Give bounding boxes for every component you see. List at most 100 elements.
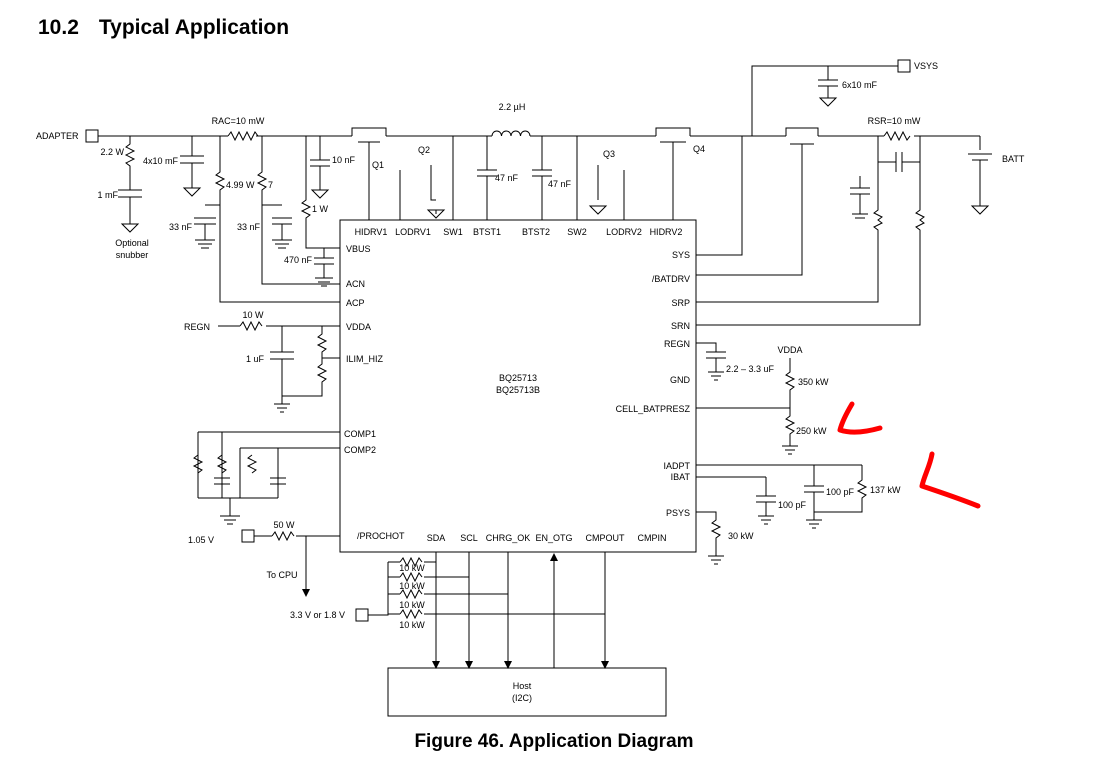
pullup-1-label: 10 kW xyxy=(399,563,425,573)
batt-label: BATT xyxy=(1002,154,1025,164)
btst1-cap-label: 47 nF xyxy=(495,173,519,183)
pin-ibat: IBAT xyxy=(671,472,691,482)
q4-label: Q4 xyxy=(693,144,705,154)
hs-cap-label: 10 nF xyxy=(332,155,356,165)
inductor xyxy=(491,130,531,137)
ic-part-1: BQ25713 xyxy=(499,373,537,383)
host-box xyxy=(387,667,667,717)
pin-chrg-ok: CHRG_OK xyxy=(486,533,531,543)
rsr-resistor xyxy=(883,130,911,142)
prochot-network xyxy=(241,529,609,669)
snubber-note-1: Optional xyxy=(115,238,149,248)
rsr-label: RSR=10 mW xyxy=(868,116,921,126)
q1-label: Q1 xyxy=(372,160,384,170)
pin-btst1: BTST1 xyxy=(473,227,501,237)
pin-acp: ACP xyxy=(346,298,365,308)
v105-label: 1.05 V xyxy=(188,535,214,545)
prochot-res-label: 50 W xyxy=(273,520,295,530)
pin-cmpout: CMPOUT xyxy=(586,533,625,543)
r137-label: 137 kW xyxy=(870,485,901,495)
right-side-network xyxy=(696,342,868,565)
annotation-arrow-137k xyxy=(919,451,981,509)
pin-sda: SDA xyxy=(427,533,446,543)
pin-en-otg: EN_OTG xyxy=(535,533,572,543)
rac-resistor xyxy=(227,130,259,142)
rac-label: RAC=10 mW xyxy=(212,116,265,126)
q2-label: Q2 xyxy=(418,145,430,155)
pin-hidrv1: HIDRV1 xyxy=(355,227,388,237)
pin-lodrv1: LODRV1 xyxy=(395,227,431,237)
pin-scl: SCL xyxy=(460,533,478,543)
section-title: Typical Application xyxy=(98,16,290,39)
vsys-cap xyxy=(818,79,838,107)
pin-regn: REGN xyxy=(664,339,690,349)
input-cap-label: 4x10 mF xyxy=(143,156,179,166)
vdda-network xyxy=(218,320,340,413)
iadpt-cap-label: 100 pF xyxy=(826,487,855,497)
pullup-3-label: 10 kW xyxy=(399,600,425,610)
acp-res-label: 4.99 W xyxy=(226,180,255,190)
pin-cell-batpresz: CELL_BATPRESZ xyxy=(616,404,691,414)
pin-gnd: GND xyxy=(670,375,691,385)
pin-lodrv2: LODRV2 xyxy=(606,227,642,237)
pin-sw1: SW1 xyxy=(443,227,463,237)
pin-ilim-hiz: ILIM_HIZ xyxy=(346,354,384,364)
pin-vdda: VDDA xyxy=(346,322,371,332)
pin-comp2: COMP2 xyxy=(344,445,376,455)
r350-label: 350 kW xyxy=(798,377,829,387)
ibat-cap-label: 100 pF xyxy=(778,500,807,510)
vbus-res-label: 1 W xyxy=(312,204,329,214)
snubber-c-label: 1 mF xyxy=(97,190,118,200)
vsys-port xyxy=(897,59,911,73)
snubber-note-2: snubber xyxy=(116,250,149,260)
vsys-label: VSYS xyxy=(914,61,938,71)
pin-cmpin: CMPIN xyxy=(638,533,667,543)
pin-comp1: COMP1 xyxy=(344,429,376,439)
to-cpu-label: To CPU xyxy=(266,570,297,580)
pin-btst2: BTST2 xyxy=(522,227,550,237)
power-path-wires xyxy=(85,59,992,326)
acn-cap-label: 33 nF xyxy=(237,222,261,232)
pin-srp: SRP xyxy=(671,298,690,308)
pin-batdrv: /BATDRV xyxy=(652,274,690,284)
comp-network xyxy=(192,431,340,525)
adapter-label: ADAPTER xyxy=(36,131,79,141)
q3-label: Q3 xyxy=(603,149,615,159)
section-heading: 10.2 Typical Application xyxy=(38,16,289,40)
pin-sw2: SW2 xyxy=(567,227,587,237)
pin-vbus: VBUS xyxy=(346,244,371,254)
host-label: Host xyxy=(513,681,532,691)
pin-sys: SYS xyxy=(672,250,690,260)
pin-psys: PSYS xyxy=(666,508,690,518)
regn-in-label: REGN xyxy=(184,322,210,332)
inductor-label: 2.2 µH xyxy=(499,102,526,112)
pin-acn: ACN xyxy=(346,279,365,289)
vsys-cap-label: 6x10 mF xyxy=(842,80,878,90)
battery xyxy=(968,136,992,215)
regn-cap-label: 2.2 – 3.3 uF xyxy=(726,364,775,374)
snubber-r-label: 2.2 W xyxy=(100,147,124,157)
pin-prochot: /PROCHOT xyxy=(357,531,405,541)
pin-iadpt: IADPT xyxy=(663,461,690,471)
vdda-label: VDDA xyxy=(777,345,802,355)
acn-res-label: 7 xyxy=(268,180,273,190)
vbus-cap-label: 470 nF xyxy=(284,255,313,265)
ic-part-2: BQ25713B xyxy=(496,385,540,395)
pullup-2-label: 10 kW xyxy=(399,581,425,591)
ic-body xyxy=(339,219,697,553)
btst2-cap-label: 47 nF xyxy=(548,179,572,189)
adapter-port xyxy=(85,129,99,143)
r250-label: 250 kW xyxy=(796,426,827,436)
host-sublabel: (I2C) xyxy=(512,693,532,703)
acp-cap-label: 33 nF xyxy=(169,222,193,232)
pullup-4-label: 10 kW xyxy=(399,620,425,630)
pin-hidrv2: HIDRV2 xyxy=(650,227,683,237)
vdda-cap-label: 1 uF xyxy=(246,354,265,364)
section-number: 10.2 xyxy=(38,16,79,39)
annotation-arrow-250k xyxy=(837,401,883,435)
v33-label: 3.3 V or 1.8 V xyxy=(290,610,345,620)
vdda-res-label: 10 W xyxy=(242,310,264,320)
figure-caption: Figure 46. Application Diagram xyxy=(414,731,694,752)
psys-res-label: 30 kW xyxy=(728,531,754,541)
